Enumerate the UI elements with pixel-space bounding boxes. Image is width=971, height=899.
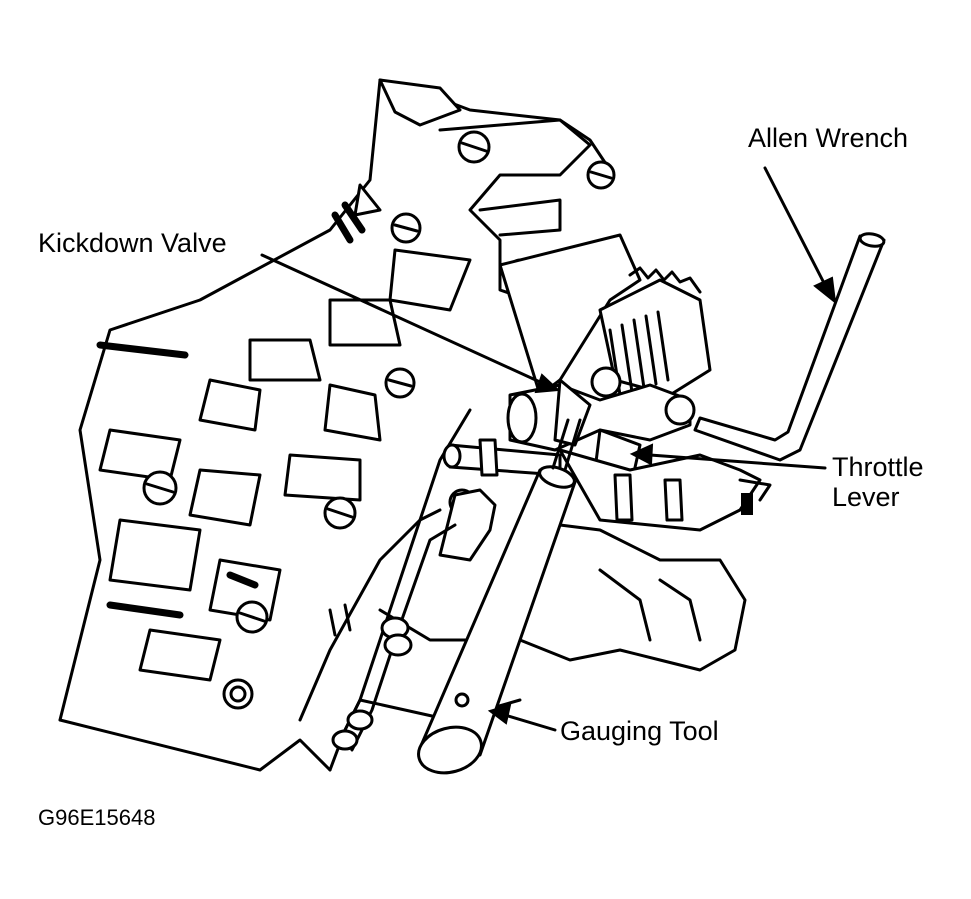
bolt-head	[390, 212, 422, 244]
throttle-lever-label-line1: Throttle	[832, 452, 924, 482]
figure-id: G96E15648	[38, 805, 156, 830]
allen-wrench	[693, 232, 886, 462]
detent-spring-bracket	[328, 508, 457, 752]
callout-leaders	[260, 166, 837, 732]
throttle-lever-label: Throttle Lever	[832, 452, 924, 512]
kickdown-valve-label: Kickdown Valve	[38, 228, 227, 258]
bolt-head	[323, 496, 357, 530]
bolt-head	[586, 160, 616, 190]
throttle-lever-label-line2: Lever	[832, 482, 900, 512]
throttle-assembly	[438, 233, 772, 562]
bolt-head	[142, 470, 178, 506]
gauging-tool-label: Gauging Tool	[560, 716, 719, 746]
bolt-head	[235, 600, 269, 634]
bolt-head	[457, 130, 491, 164]
allen-wrench-label: Allen Wrench	[748, 123, 909, 153]
bolt-head	[222, 678, 254, 710]
bolt-head	[384, 367, 416, 399]
gauging-tool	[417, 418, 582, 775]
